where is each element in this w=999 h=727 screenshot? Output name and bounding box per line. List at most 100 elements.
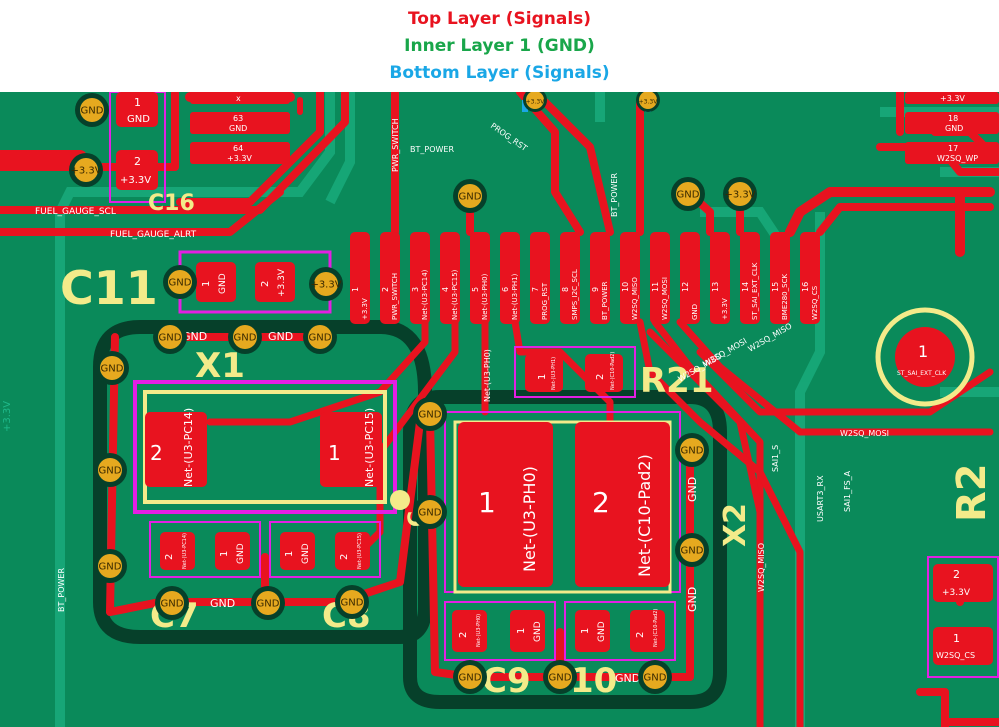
connector-pad[interactable]	[500, 232, 520, 324]
via-label: GND	[681, 546, 704, 557]
connector-pin-num: 3	[411, 287, 420, 292]
via-gnd: GND	[413, 495, 447, 529]
via-label: +3.3V	[724, 190, 755, 201]
via-gnd: GND	[155, 586, 189, 620]
top-left-pad-1[interactable]	[116, 92, 158, 127]
header-left-63-net: GND	[229, 124, 247, 133]
top-left-pad-1-net: GND	[127, 114, 150, 125]
r2-pad-1[interactable]	[933, 627, 993, 665]
via-drill	[98, 458, 122, 482]
connector-pin-num: 13	[711, 282, 720, 292]
c8-pad-1-num: 1	[284, 551, 295, 557]
connector-pad[interactable]	[590, 232, 610, 324]
via-v33: +3.3V	[309, 267, 343, 301]
net-gnd-x1-row2: GND	[268, 330, 293, 343]
connector-pin-1[interactable]: 1+3.3V	[350, 232, 370, 324]
header-left-pad-63[interactable]	[190, 112, 290, 134]
c11-pad-2[interactable]	[255, 262, 295, 302]
net-fuel-alrt: FUEL_GAUGE_ALRT	[110, 230, 197, 240]
header-left-pad-0[interactable]	[190, 92, 290, 104]
connector-pad[interactable]	[770, 232, 790, 324]
x2-pad-2[interactable]	[575, 422, 670, 587]
top-left-pad-2[interactable]	[116, 150, 158, 190]
via-gnd: GND	[153, 320, 187, 354]
via-drill	[160, 591, 184, 615]
connector-pad[interactable]	[560, 232, 580, 324]
r21-pad-2[interactable]	[585, 354, 623, 392]
connector-pin-13[interactable]: 13+3.3V	[710, 232, 730, 324]
vias: GND +3.3V GND GND +3.3V GND +3.3V GND GND GND GND G…	[69, 92, 757, 694]
net-usart: USART3_RX	[816, 475, 825, 522]
c9-pad-2[interactable]	[452, 610, 487, 652]
connector-pad[interactable]	[740, 232, 760, 324]
c8-pad-1[interactable]	[280, 532, 315, 570]
header-right-18-num: 18	[948, 114, 958, 123]
c9-courtyard	[444, 601, 556, 661]
via-drill	[680, 538, 704, 562]
header-left-pad-64[interactable]	[190, 142, 290, 164]
header-left-64-net: +3.3V	[227, 154, 252, 163]
header-right-pad-17[interactable]	[905, 142, 999, 164]
via-drill	[233, 325, 257, 349]
net-sai-sd: SAI1_S	[771, 445, 780, 472]
connector-pad[interactable]	[350, 232, 370, 324]
r21-pad-1[interactable]	[525, 354, 563, 392]
x2-pad-2-net: Net-(C10-Pad2)	[635, 454, 654, 577]
via-drill	[340, 590, 364, 614]
via-drill	[418, 402, 442, 426]
header-right-17-num: 17	[948, 144, 958, 153]
c10-pad-1[interactable]	[575, 610, 610, 652]
c10-pad-2[interactable]	[630, 610, 665, 652]
connector-pin-net: BT_POWER	[601, 281, 609, 320]
via-gnd: GND	[75, 93, 109, 127]
silk-x1: X1	[195, 346, 245, 386]
x2-pad-1-num: 1	[478, 486, 496, 519]
x1-pad-2[interactable]	[145, 412, 207, 487]
via-pwr: +3.3V	[636, 92, 660, 112]
c9-pad-1-net: GND	[533, 621, 543, 642]
connector-pad[interactable]	[800, 232, 820, 324]
connector-pad[interactable]	[410, 232, 430, 324]
tp1-pad[interactable]	[895, 327, 955, 387]
connector-pad[interactable]	[440, 232, 460, 324]
via-label: GND	[257, 599, 280, 610]
via-gnd: GND	[303, 320, 337, 354]
net-bt-power-h: BT_POWER	[410, 145, 454, 154]
header-right-pad-0[interactable]	[905, 92, 999, 104]
connector-pad[interactable]	[620, 232, 640, 324]
connector-pad[interactable]	[530, 232, 550, 324]
connector-pin-net: W2SQ_MISO	[631, 277, 639, 320]
x2-pad-1[interactable]	[458, 422, 553, 587]
header-right-pad-18[interactable]	[905, 112, 999, 134]
c9-pad-1[interactable]	[510, 610, 545, 652]
c7-pad-2[interactable]	[160, 532, 195, 570]
x1-pad-1[interactable]	[320, 412, 382, 487]
connector-pad[interactable]	[650, 232, 670, 324]
r21-pad-1-num: 1	[537, 374, 548, 380]
connector-pad[interactable]	[710, 232, 730, 324]
via-drill	[168, 270, 192, 294]
c8-pad-2[interactable]	[335, 532, 370, 570]
c11-pad-1[interactable]	[196, 262, 236, 302]
connector-pad[interactable]	[470, 232, 490, 324]
c7-pad-1[interactable]	[215, 532, 250, 570]
net-pwr-switch: PWR_SWITCH	[391, 118, 400, 172]
connector-pad[interactable]	[680, 232, 700, 324]
connector-pad[interactable]	[380, 232, 400, 324]
r2-pad-2[interactable]	[933, 564, 993, 602]
via-v33: +3.3V	[723, 177, 757, 211]
